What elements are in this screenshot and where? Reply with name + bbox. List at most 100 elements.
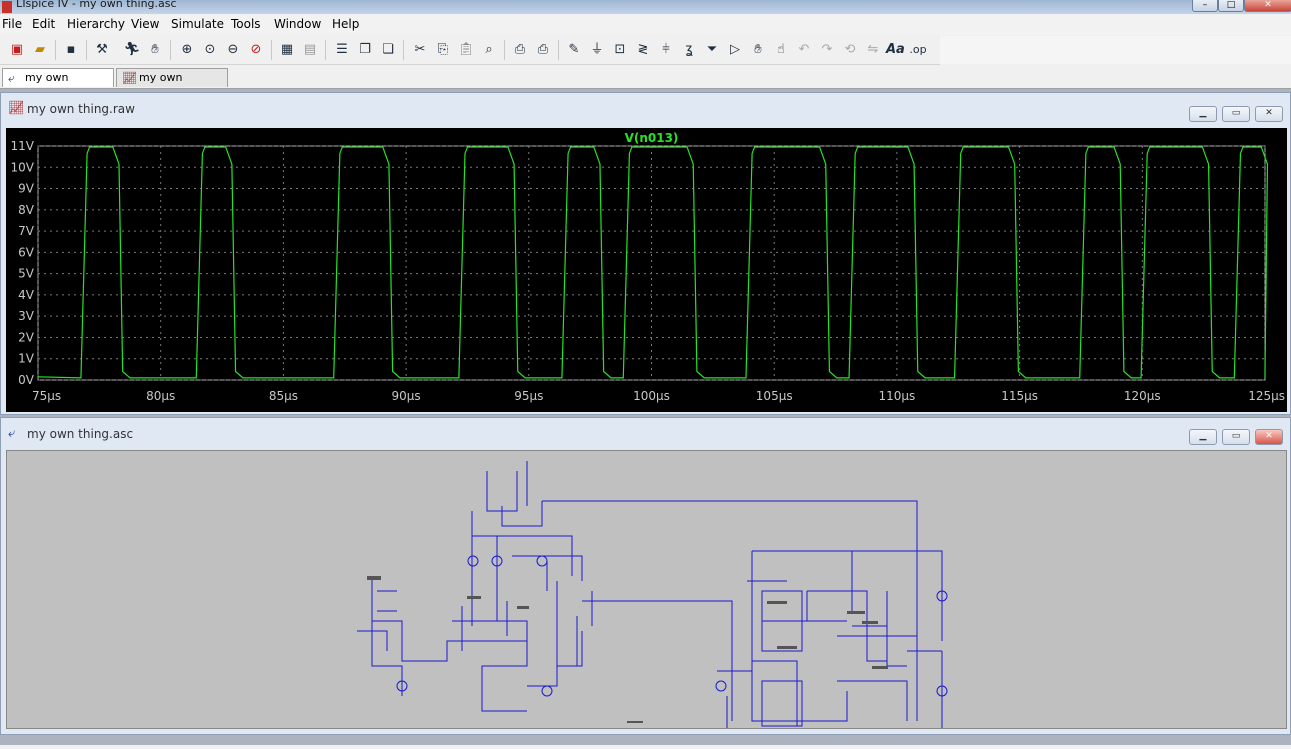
zoom-in-icon[interactable]: ⊕	[181, 42, 193, 57]
y-tick-label: 4V	[18, 288, 35, 302]
status-bar	[0, 745, 1291, 749]
x-tick-label: 80µs	[146, 389, 175, 403]
document-tab-bar: ⤶ my own thing.asc 📈︎ my own thing.raw	[0, 66, 1291, 102]
capacitor-icon[interactable]: ⫩	[662, 42, 670, 57]
x-tick-label: 85µs	[269, 389, 298, 403]
series-name: V(n013)	[625, 131, 679, 145]
resistor-icon[interactable]: ≷	[637, 42, 649, 57]
run-icon[interactable]: 🏃︎	[123, 42, 141, 57]
x-tick-label: 95µs	[514, 389, 543, 403]
window-title: LTspice IV - my own thing.asc	[16, 0, 177, 10]
halt-icon[interactable]: ✋︎	[151, 42, 159, 57]
waveform-window-title: my own thing.raw	[27, 102, 135, 116]
x-tick-label: 125µs	[1248, 389, 1285, 403]
new-schematic-icon[interactable]: ▣	[10, 42, 24, 57]
print-setup-icon[interactable]: ⎙	[514, 42, 526, 57]
tab-waveform[interactable]: 📈︎ my own thing.raw	[116, 68, 228, 102]
diode-icon[interactable]: ⏷	[706, 42, 718, 57]
find-icon[interactable]: ⌕	[485, 42, 493, 57]
y-tick-label: 3V	[18, 309, 35, 323]
minimize-button[interactable]: ▁	[1189, 429, 1217, 445]
cascade-icon[interactable]: ❐	[359, 42, 371, 57]
menu-view[interactable]: View	[131, 17, 160, 31]
menu-edit[interactable]: Edit	[32, 17, 56, 31]
spice-directive-icon[interactable]: .op	[909, 43, 927, 56]
schematic-window: ⤶ my own thing.asc ▁ ▭ ✕	[0, 417, 1291, 735]
redo-icon[interactable]: ↷	[821, 42, 833, 57]
tab-schematic[interactable]: ⤶ my own thing.asc	[2, 68, 114, 102]
maximize-window-button[interactable]: □	[1218, 0, 1244, 12]
trace-v-n013	[37, 146, 1269, 379]
restore-button[interactable]: ▭	[1222, 429, 1250, 445]
tile-horizontal-icon[interactable]: ☰	[336, 42, 348, 57]
y-tick-label: 6V	[18, 245, 35, 259]
rotate-icon[interactable]: ⟲	[844, 42, 856, 57]
copy-icon[interactable]: ⎘	[437, 42, 449, 57]
plot-settings-icon[interactable]: ▤	[303, 42, 317, 57]
component-icon[interactable]: ▷	[730, 42, 740, 57]
ground-icon[interactable]: ⏚	[590, 42, 604, 57]
x-tick-label: 105µs	[756, 389, 793, 403]
move-icon[interactable]: ✋︎	[754, 42, 762, 57]
y-tick-label: 9V	[18, 182, 35, 196]
ltspice-app-icon	[2, 1, 12, 13]
inductor-icon[interactable]: ʓ	[685, 42, 693, 57]
toolbar: ▣ ▰ ▪ ⚒ 🏃︎ ✋︎ ⊕ ⊙ ⊖ ⊘ ▦ ▤ ☰ ❐ ❏ ✂ ⎘ 📋︎ ⌕…	[0, 36, 940, 65]
x-tick-label: 120µs	[1124, 389, 1161, 403]
y-tick-label: 1V	[18, 352, 35, 366]
wire-icon[interactable]: ✎	[568, 42, 580, 57]
drag-icon[interactable]: ☝︎	[777, 42, 785, 57]
menu-file[interactable]: File	[2, 17, 23, 31]
toolbar-empty-area	[940, 36, 1291, 64]
save-icon[interactable]: ▪	[66, 42, 76, 57]
close-window-button[interactable]: ✕	[1244, 0, 1291, 12]
schematic-window-title: my own thing.asc	[27, 427, 134, 441]
autorange-icon[interactable]: ▦	[280, 42, 294, 57]
text-icon[interactable]: Aa	[886, 42, 905, 57]
x-tick-label: 75µs	[32, 389, 61, 403]
open-icon[interactable]: ▰	[35, 42, 45, 57]
mdi-workspace: 📈︎ my own thing.raw ▁ ▭ ✕ 0V 1V 2V 3V 4V 5V 6V…	[0, 89, 1291, 745]
schematic-icon: ⤶	[8, 71, 15, 85]
close-button[interactable]: ✕	[1255, 106, 1283, 122]
restore-button[interactable]: ▭	[1222, 106, 1250, 122]
menu-tools[interactable]: Tools	[231, 17, 261, 31]
minimize-button[interactable]: ▁	[1189, 106, 1217, 122]
waveform-window: 📈︎ my own thing.raw ▁ ▭ ✕ 0V 1V 2V 3V 4V 5V 6V…	[0, 92, 1291, 415]
y-tick-label: 0V	[18, 373, 35, 387]
menu-simulate[interactable]: Simulate	[171, 17, 225, 31]
y-tick-label: 2V	[18, 330, 35, 344]
zoom-out-icon[interactable]: ⊖	[227, 42, 239, 57]
title-bar: LTspice IV - my own thing.asc – □ ✕	[0, 0, 1291, 14]
paste-icon[interactable]: 📋︎	[457, 42, 475, 57]
close-button[interactable]: ✕	[1255, 429, 1283, 445]
zoom-pan-icon[interactable]: ⊙	[204, 42, 216, 57]
menu-hierarchy[interactable]: Hierarchy	[67, 17, 126, 31]
menu-window[interactable]: Window	[274, 17, 322, 31]
schematic-drawing[interactable]	[7, 451, 1286, 731]
x-tick-label: 115µs	[1001, 389, 1038, 403]
print-icon[interactable]: ⎙	[537, 42, 549, 57]
undo-icon[interactable]: ↶	[798, 42, 810, 57]
tile-vertical-icon[interactable]: ❏	[382, 42, 394, 57]
zoom-cancel-icon[interactable]: ⊘	[250, 42, 262, 57]
y-tick-label: 5V	[18, 267, 35, 281]
schematic-canvas[interactable]	[6, 450, 1287, 731]
y-tick-label: 7V	[18, 224, 35, 238]
waveform-icon: 📈︎	[122, 71, 138, 85]
label-icon[interactable]: ⊡	[614, 42, 626, 57]
x-tick-label: 90µs	[392, 389, 421, 403]
minimize-window-button[interactable]: –	[1192, 0, 1218, 12]
menu-bar: File Edit Hierarchy View Simulate Tools …	[0, 15, 1291, 35]
mirror-icon[interactable]: ⇋	[867, 42, 879, 57]
menu-help[interactable]: Help	[332, 17, 360, 31]
cut-icon[interactable]: ✂	[414, 42, 426, 57]
x-tick-label: 100µs	[633, 389, 670, 403]
waveform-icon: 📈︎	[8, 101, 25, 116]
control-panel-icon[interactable]: ⚒	[96, 42, 108, 57]
x-tick-label: 110µs	[879, 389, 916, 403]
y-tick-label: 10V	[11, 160, 35, 174]
y-tick-label: 11V	[11, 139, 35, 153]
